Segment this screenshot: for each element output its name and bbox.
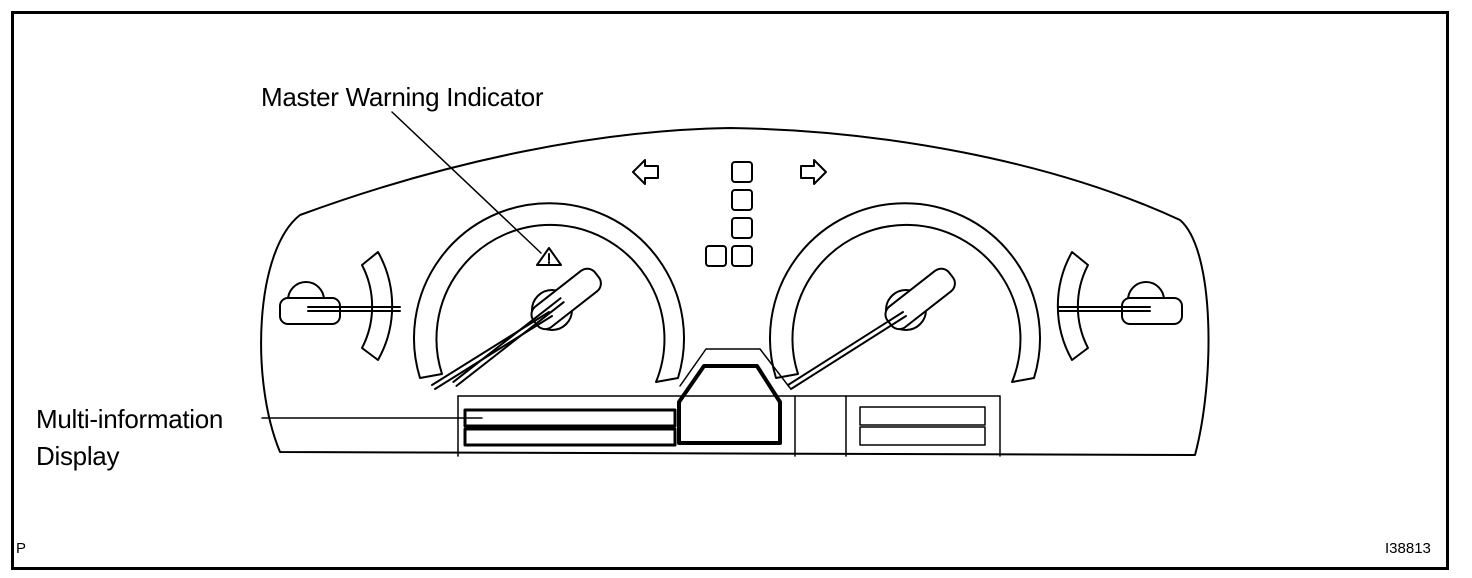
- center-bezel-highlight: [677, 364, 782, 445]
- right-gauge-needle: [884, 267, 956, 331]
- left-small-gauge-arc: [361, 251, 394, 361]
- left-gauge-needle: [452, 267, 602, 387]
- cluster-outline: [260, 127, 1210, 456]
- right-turn-arrow-icon: [800, 159, 827, 185]
- indicator-lamps: [705, 161, 753, 267]
- right-small-gauge-arc: [1056, 251, 1089, 361]
- multi-info-label-line2: Display: [36, 441, 120, 471]
- left-turn-arrow-icon: [632, 159, 659, 185]
- master-warning-label: Master Warning Indicator: [261, 82, 544, 112]
- lower-display-panel: [457, 395, 1001, 457]
- center-bezel-outer: [679, 348, 791, 389]
- multi-information-display: [463, 408, 677, 447]
- figure-id-label: I38813: [1385, 540, 1431, 557]
- right-gauge-ring: [769, 202, 1041, 383]
- multi-info-label-line1: Multi-information: [36, 404, 224, 434]
- left-gauge-ring: [413, 202, 685, 383]
- master-warning-leader: [391, 111, 542, 254]
- corner-label-left: P: [16, 540, 27, 557]
- figure-frame: [11, 11, 1449, 570]
- warning-triangle-icon: [536, 247, 562, 266]
